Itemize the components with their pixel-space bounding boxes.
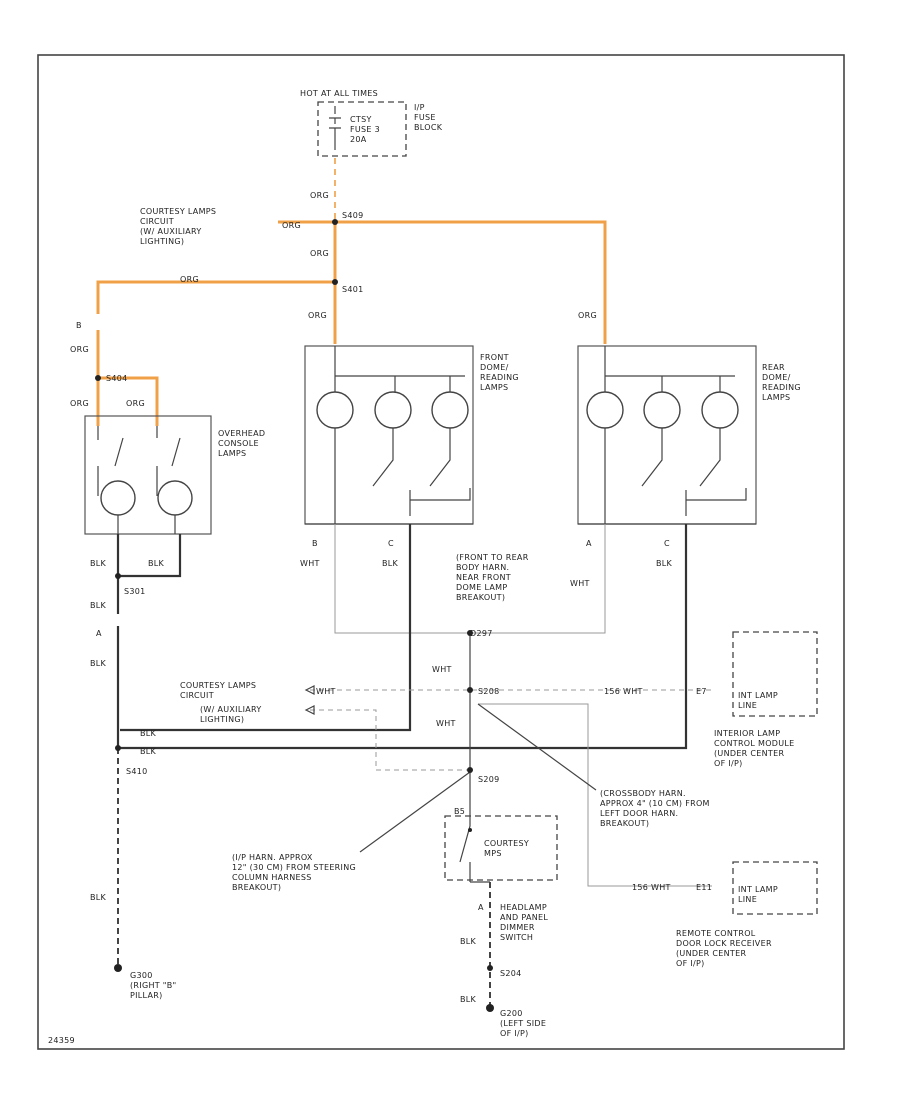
- wire-blk-5: BLK: [140, 729, 157, 738]
- wire-org-4: ORG: [180, 275, 199, 284]
- diagram-frame: [37, 54, 845, 1050]
- wire-blk-1: BLK: [90, 559, 107, 568]
- wire-org-3: ORG: [310, 249, 329, 258]
- splice-s204: S204: [500, 969, 522, 978]
- wire-wht-rear: WHT: [570, 579, 590, 588]
- wire-wht-lower: WHT: [436, 719, 456, 728]
- wire-blk-3: BLK: [90, 601, 107, 610]
- splice-s301: S301: [124, 587, 146, 596]
- splice-s208: S208: [478, 687, 500, 696]
- front-lamp-2: [374, 391, 412, 429]
- wire-org-1: ORG: [310, 191, 329, 200]
- wire-a-left: A: [96, 629, 102, 638]
- splice-s404: S404: [106, 374, 128, 383]
- wire-org-7: ORG: [70, 345, 89, 354]
- wire-org-2: ORG: [282, 221, 301, 230]
- wire-b5: B5: [454, 807, 465, 816]
- wire-c-rear: C: [664, 539, 670, 548]
- front-lamp-1: [316, 391, 354, 429]
- front-lamp-3: [431, 391, 469, 429]
- splice-d297: D297: [470, 629, 493, 638]
- figure-code: 24359: [48, 1036, 75, 1045]
- wire-156-wht-2: 156 WHT: [632, 883, 671, 892]
- wire-wht-front: WHT: [300, 559, 320, 568]
- wire-wht-courtesy: WHT: [316, 687, 336, 696]
- org-wires: [96, 158, 607, 426]
- wire-e11: E11: [696, 883, 712, 892]
- wire-wht-mid: WHT: [432, 665, 452, 674]
- wire-blk-rear: BLK: [656, 559, 673, 568]
- wire-b-front: B: [312, 539, 318, 548]
- splice-s209: S209: [478, 775, 500, 784]
- wire-blk-6: BLK: [140, 747, 157, 756]
- overhead-lamp-right: [157, 480, 193, 516]
- rear-lamp-1: [586, 391, 624, 429]
- wire-156-wht-1: 156 WHT: [604, 687, 643, 696]
- fuse-panel-title: HOT AT ALL TIMES: [300, 89, 378, 98]
- main-wiring: [114, 524, 818, 1012]
- wire-blk-8: BLK: [460, 937, 477, 946]
- wire-org-9: ORG: [126, 399, 145, 408]
- wire-a-headlamp: A: [478, 903, 484, 912]
- wire-c-front: C: [388, 539, 394, 548]
- overhead-lamp-left: [100, 480, 136, 516]
- wire-b-top: B: [76, 321, 82, 330]
- ground-g300: G300(RIGHT "B"PILLAR): [130, 971, 177, 1000]
- wire-org-5: ORG: [308, 311, 327, 320]
- wire-blk-7: BLK: [90, 893, 107, 902]
- wire-blk-9: BLK: [460, 995, 477, 1004]
- rear-lamp-2: [643, 391, 681, 429]
- splice-s409: S409: [342, 211, 364, 220]
- wire-e7: E7: [696, 687, 707, 696]
- splice-s410: S410: [126, 767, 148, 776]
- wire-blk-4: BLK: [90, 659, 107, 668]
- wire-blk-front: BLK: [382, 559, 399, 568]
- wire-a-rear: A: [586, 539, 592, 548]
- wire-org-6: ORG: [578, 311, 597, 320]
- wire-org-8: ORG: [70, 399, 89, 408]
- splice-s401: S401: [342, 285, 364, 294]
- wire-blk-2: BLK: [148, 559, 165, 568]
- rear-lamp-3: [701, 391, 739, 429]
